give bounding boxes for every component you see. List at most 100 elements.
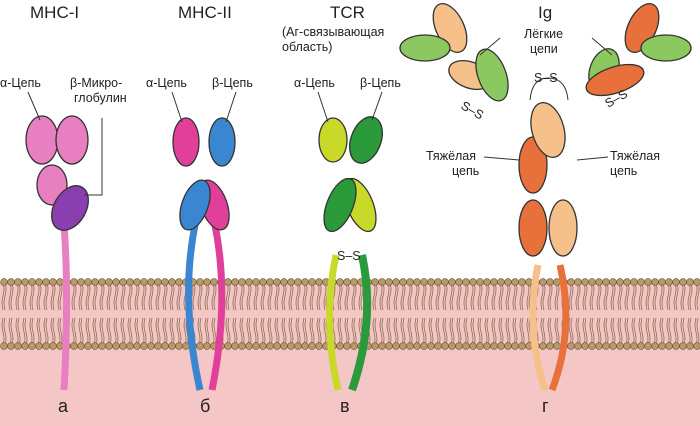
lipid-head: [161, 342, 169, 350]
lipid-tail: [99, 317, 105, 347]
lipid-tail: [463, 317, 469, 347]
lipid-tail: [610, 317, 616, 347]
lipid-tail: [442, 317, 448, 347]
ig-heavy-right-line1: Тяжёлая: [610, 149, 660, 163]
lipid-head: [14, 342, 22, 350]
title-mhc2: MHC-II: [178, 3, 232, 22]
lipid-tail: [505, 281, 511, 311]
ig-hinge-domain: [530, 101, 566, 159]
lipid-head: [427, 278, 435, 286]
lipid-tail: [575, 317, 581, 347]
lipid-tail: [575, 281, 581, 311]
lipid-tail: [680, 317, 686, 347]
lipid-tail: [113, 317, 119, 347]
lipid-head: [301, 342, 309, 350]
lipid-head: [609, 342, 617, 350]
lipid-head: [154, 342, 162, 350]
lipid-head: [175, 278, 183, 286]
lipid-tail: [652, 281, 658, 311]
lipid-head: [686, 342, 694, 350]
leader-line: [479, 37, 501, 56]
leader-line: [591, 37, 613, 56]
lipid-tail: [106, 281, 112, 311]
lipid-head: [196, 278, 204, 286]
lipid-tail: [183, 317, 189, 347]
lipid-tail: [232, 317, 238, 347]
lipid-head: [7, 342, 15, 350]
lipid-head: [112, 278, 120, 286]
ig-left-disulfide-label: S–S: [459, 98, 486, 122]
lipid-tail: [316, 317, 322, 347]
lipid-tail: [211, 317, 217, 347]
lipid-head: [42, 278, 50, 286]
ig-heavy-tail-right: [548, 264, 570, 392]
lipid-tail: [239, 317, 245, 347]
lipid-tail: [85, 281, 91, 311]
leader-line: [27, 91, 41, 121]
ig-light-label-line1: Лёгкие: [524, 27, 563, 41]
lipid-head: [224, 278, 232, 286]
lipid-tail: [687, 317, 693, 347]
lipid-tail: [281, 281, 287, 311]
lipid-tail: [421, 281, 427, 311]
lipid-head: [406, 278, 414, 286]
lipid-head: [119, 278, 127, 286]
lipid-tail: [372, 317, 378, 347]
lipid-tail: [596, 317, 602, 347]
leader-line: [225, 91, 237, 123]
lipid-head: [140, 278, 148, 286]
lipid-head: [7, 278, 15, 286]
lipid-tail: [288, 281, 294, 311]
lipid-head: [203, 278, 211, 286]
lipid-tail: [351, 281, 357, 311]
mhc1-beta-label-line1: β-Микро-: [70, 76, 122, 90]
lipid-tail: [540, 281, 546, 311]
panel-letter-d: г: [542, 396, 549, 416]
mhc1-alpha-label: α-Цепь: [0, 76, 41, 90]
lipid-tail: [379, 281, 385, 311]
lipid-tail: [680, 281, 686, 311]
ig-heavy-right-line2: цепь: [610, 164, 637, 178]
lipid-head: [630, 278, 638, 286]
lipid-head: [504, 342, 512, 350]
lipid-tail: [456, 281, 462, 311]
lipid-tail: [71, 281, 77, 311]
lipid-tail: [666, 317, 672, 347]
lipid-head: [98, 278, 106, 286]
lipid-head: [224, 342, 232, 350]
lipid-head: [147, 278, 155, 286]
lipid-tail: [519, 281, 525, 311]
lipid-tail: [246, 281, 252, 311]
lipid-head: [644, 278, 652, 286]
lipid-tail: [134, 317, 140, 347]
lipid-head: [518, 278, 526, 286]
lipid-head: [455, 342, 463, 350]
lipid-tail: [442, 281, 448, 311]
ig-light-label-line2: цепи: [530, 42, 558, 56]
lipid-head: [476, 278, 484, 286]
lipid-tail: [582, 317, 588, 347]
lipid-head: [490, 342, 498, 350]
tcr-note-line1: (Аг-связывающая: [282, 25, 384, 39]
lipid-tail: [610, 281, 616, 311]
lipid-tail: [617, 317, 623, 347]
lipid-head: [539, 278, 547, 286]
lipid-head: [434, 278, 442, 286]
lipid-head: [658, 342, 666, 350]
lipid-tail: [302, 317, 308, 347]
tcr-beta-label: β-Цепь: [360, 76, 401, 90]
lipid-head: [266, 278, 274, 286]
lipid-tail: [302, 281, 308, 311]
lipid-tail: [645, 317, 651, 347]
lipid-tail: [197, 281, 203, 311]
lipid-tail: [134, 281, 140, 311]
lipid-tail: [92, 281, 98, 311]
lipid-head: [616, 342, 624, 350]
lipid-tail: [1, 281, 7, 311]
lipid-tail: [141, 317, 147, 347]
lipid-tail: [407, 281, 413, 311]
lipid-head: [147, 342, 155, 350]
lipid-head: [567, 278, 575, 286]
ig-top-disulfide-label: S–S: [534, 71, 558, 85]
